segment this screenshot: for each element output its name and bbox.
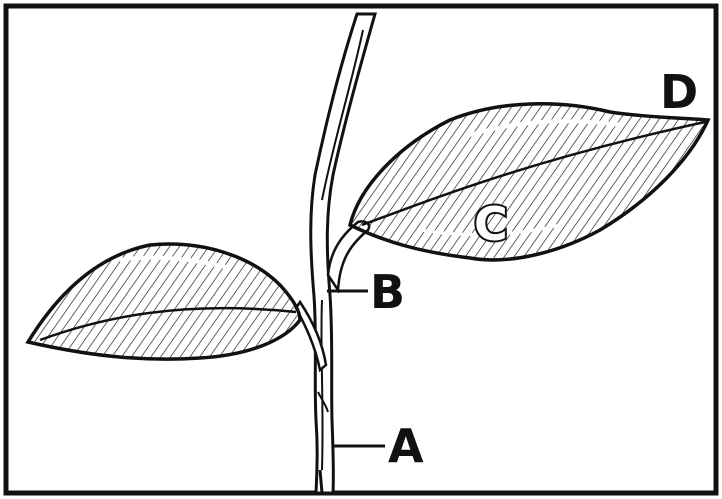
right-leaf (350, 104, 708, 260)
label-c: C (474, 197, 508, 251)
left-leaf (28, 244, 300, 359)
figure-border (6, 6, 716, 493)
label-d: D (660, 65, 698, 119)
label-a: A (388, 419, 424, 473)
label-b: B (370, 265, 405, 319)
